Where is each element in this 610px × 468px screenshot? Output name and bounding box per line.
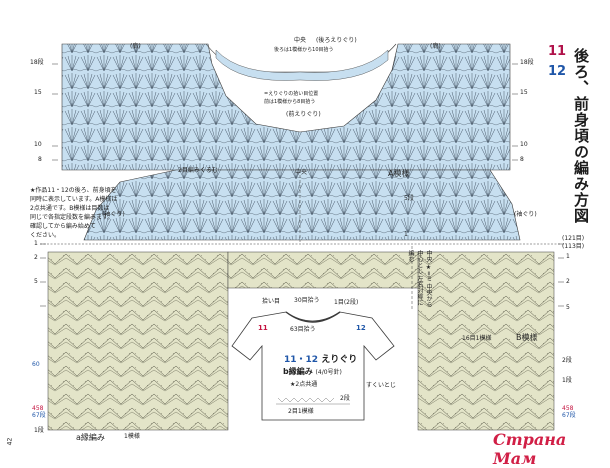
count-121: (121目) [562, 235, 585, 242]
neck-shaping-note-2: 前は1模様から8目拾う [264, 99, 316, 105]
tee-label-12: 12 [356, 324, 366, 332]
pick-up-label: 拾い目 [262, 298, 281, 305]
row-lower-right-67: 67段 [562, 412, 576, 419]
tee-rows-2: 2段 [340, 395, 350, 402]
tee-sub-text: b縁編み [283, 367, 313, 376]
row-lower-left-458: 458 [32, 405, 44, 412]
row-left-8: 8 [38, 156, 42, 163]
row-right-10: 10 [520, 141, 528, 148]
chain-note: 2目編みくるむ [178, 167, 218, 174]
rows-5-label: 5段 [404, 195, 414, 202]
row-right-15: 15 [520, 89, 528, 96]
tee-title: 11・12 えりぐり [284, 352, 357, 365]
twelve-eye-label: 1目(2段) [334, 299, 359, 306]
tee-title-text: えりぐり [321, 355, 358, 365]
back-neck-band [215, 49, 389, 81]
center-symmetry-note: 中央 ★=ミ 中央から中心とし 左右対称に編む [407, 250, 432, 308]
pattern-note: ★作品11・12の後ろ、前身頃を 同時に表示しています。A模様は 2点共通です。… [30, 186, 122, 240]
back-neck-label: (後ろえりぐり) [316, 37, 357, 44]
row-right-8: 8 [520, 156, 524, 163]
row-lower-right-458: 458 [562, 405, 574, 412]
row-lower-left-2: 2 [34, 254, 38, 261]
tee-neck [285, 311, 341, 323]
note-line-5: 確認してから編み始めて [30, 223, 96, 230]
tee-label-11: 11 [258, 324, 268, 332]
shoulder-right-label: (肩) [430, 43, 441, 50]
rows-1-label: 1 [404, 231, 408, 238]
lower-middle-strip [227, 251, 419, 289]
shoulder-left-label: (肩) [130, 43, 141, 50]
center-label: 中央 [294, 37, 307, 44]
row-lower-left-1-bottom: 1段 [34, 427, 44, 434]
yoke-left-shape [61, 43, 511, 171]
armhole-right-label: (袖ぐり) [514, 211, 537, 218]
row-arrows-left [40, 63, 58, 307]
note-line-3: 2点共通です。B模様は目数は [30, 205, 110, 212]
watermark-logo: Страна Мам [493, 430, 567, 468]
tee-hem-chart [276, 397, 350, 405]
row-right-18: 18段 [520, 59, 534, 66]
count-113: (113目) [562, 243, 585, 250]
one-pattern-label: 1模様 [124, 433, 140, 440]
title-number-12: 12 [548, 64, 567, 79]
center-label-2: 中央 [295, 169, 308, 176]
note-line-2: 同時に表示しています。A模様は [30, 196, 118, 203]
row-lower-right-1dan: 1段 [562, 377, 572, 384]
front-neck-label: (前えりぐり) [286, 111, 321, 118]
row-lower-right-1: 1 [566, 253, 570, 260]
body-a-pattern [83, 169, 521, 241]
title-number-11: 11 [548, 44, 567, 59]
stitches-63-label: 63目拾う [290, 326, 316, 333]
armhole-left-label: (袖ぐり) [102, 211, 125, 218]
row-lower-left-67: 67段 [32, 412, 46, 419]
note-line-1: ★作品11・12の後ろ、前身頃を [30, 187, 117, 194]
page-title: 後ろ、前身頃の編み方図 [572, 48, 590, 224]
b-pattern-label: B模様 [516, 333, 538, 342]
row-lower-right-5: 5 [566, 304, 570, 311]
neck-shaping-note-1: =えりぐりの拾い目位置 [264, 91, 319, 97]
row-arrows-right [512, 63, 564, 307]
tee-pattern-2: 2目1模様 [288, 408, 314, 415]
back-neck-note-1: 後ろは1模様から10目拾う [274, 47, 334, 53]
row-left-15: 15 [34, 89, 42, 96]
note-line-6: ください。 [30, 232, 61, 239]
row-lower-left-60: 60 [32, 361, 40, 368]
row-left-10: 10 [34, 141, 42, 148]
row-lower-right-2dan: 2段 [562, 357, 572, 364]
sixteen-per-pattern: 16目1模様 [462, 335, 492, 342]
row-lower-right-2: 2 [566, 278, 570, 285]
crochet-chart [40, 43, 564, 431]
page-number: 42 [6, 437, 14, 446]
row-left-18: 18段 [30, 59, 44, 66]
note-line-4: 同じで各指定段数を編みます。 [30, 214, 114, 221]
lower-left-panel [47, 251, 229, 431]
tee-title-number: 11・12 [284, 355, 319, 365]
row-lower-left-1: 1 [34, 240, 38, 247]
tee-needle: (4/0号針) [315, 369, 342, 376]
tee-shoulder-seam: すくいとじ [366, 382, 397, 389]
stitches-30-label: 30目拾う [294, 297, 320, 304]
row-lower-left-5: 5 [34, 278, 38, 285]
a-edge-label: a縁編み [76, 433, 105, 442]
tee-common: ★2点共通 [290, 381, 318, 388]
tee-sub: b縁編み (4/0号針) [283, 366, 342, 377]
lower-right-panel [417, 251, 555, 431]
a-pattern-label: A模様 [388, 169, 410, 178]
